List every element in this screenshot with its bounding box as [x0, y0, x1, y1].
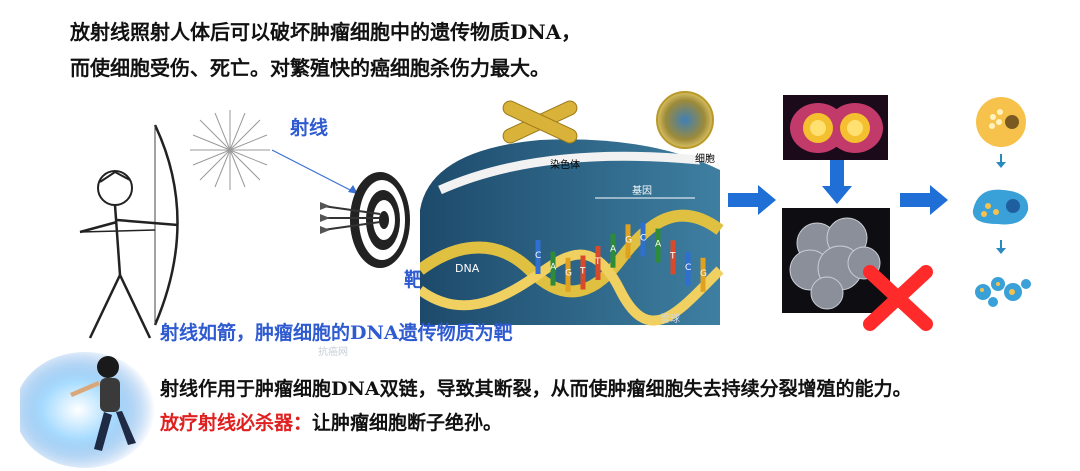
arrow-right-icon-1: [728, 185, 776, 215]
dna-base-label: C: [685, 263, 691, 273]
dna-base-label: G: [700, 269, 707, 279]
chromosome-label: 染色体: [550, 158, 580, 171]
bottom-line-2-rest: 让肿瘤细胞断子绝孙。: [312, 412, 503, 434]
target-icon: [320, 172, 410, 268]
dna-label: DNA: [455, 262, 480, 275]
archer-illustration: [79, 124, 179, 339]
red-x-icon: [863, 265, 933, 331]
dividing-cell-image: [783, 95, 888, 160]
watermark-1: 雪球: [660, 312, 680, 325]
intro-line-2: 而使细胞受伤、死亡。对繁殖快的癌细胞杀伤力最大。: [70, 56, 550, 80]
dna-base-label: A: [655, 240, 662, 250]
intro-text: 放射线照射人体后可以破坏肿瘤细胞中的遗传物质DNA， 而使细胞受伤、死亡。对繁殖…: [70, 14, 581, 86]
bottom-line-1: 射线作用于肿瘤细胞DNA双链，导致其断裂，从而使肿瘤细胞失去持续分裂增殖的能力。: [160, 378, 912, 400]
dna-base-label: T: [579, 267, 586, 277]
ray-label: 射线: [290, 117, 329, 139]
gene-label: 基因: [632, 184, 652, 197]
bottom-line-2: 放疗射线必杀器：让肿瘤细胞断子绝孙。: [160, 408, 502, 435]
energy-character-illustration: [20, 352, 155, 468]
dna-base-label: T: [594, 257, 601, 267]
dna-base-label: C: [640, 233, 646, 243]
dna-base-label: A: [610, 245, 617, 255]
bottom-line-2-prefix: 放疗射线必杀器：: [160, 412, 313, 434]
dna-base-label: G: [625, 235, 632, 245]
target-label: 靶: [404, 269, 424, 291]
dna-base-label: C: [535, 251, 541, 261]
arrow-right-icon-2: [900, 185, 948, 215]
dna-base-label: G: [565, 269, 572, 279]
arrow-down-icon: [822, 160, 852, 204]
intro-line-1: 放射线照射人体后可以破坏肿瘤细胞中的遗传物质DNA，: [70, 20, 582, 44]
dna-base-label: T: [669, 251, 676, 261]
cell-stages-illustration: [972, 97, 1031, 307]
ray-arrow: [271, 149, 358, 194]
dna-base-label: A: [550, 263, 557, 273]
watermark-2: 抗癌网: [318, 347, 348, 358]
radiation-burst-icon: [190, 110, 270, 190]
cell-label: 细胞: [695, 152, 715, 165]
caption-text: 射线如箭，肿瘤细胞的DNA遗传物质为靶: [160, 322, 513, 344]
cell-cluster-image: [782, 208, 890, 313]
